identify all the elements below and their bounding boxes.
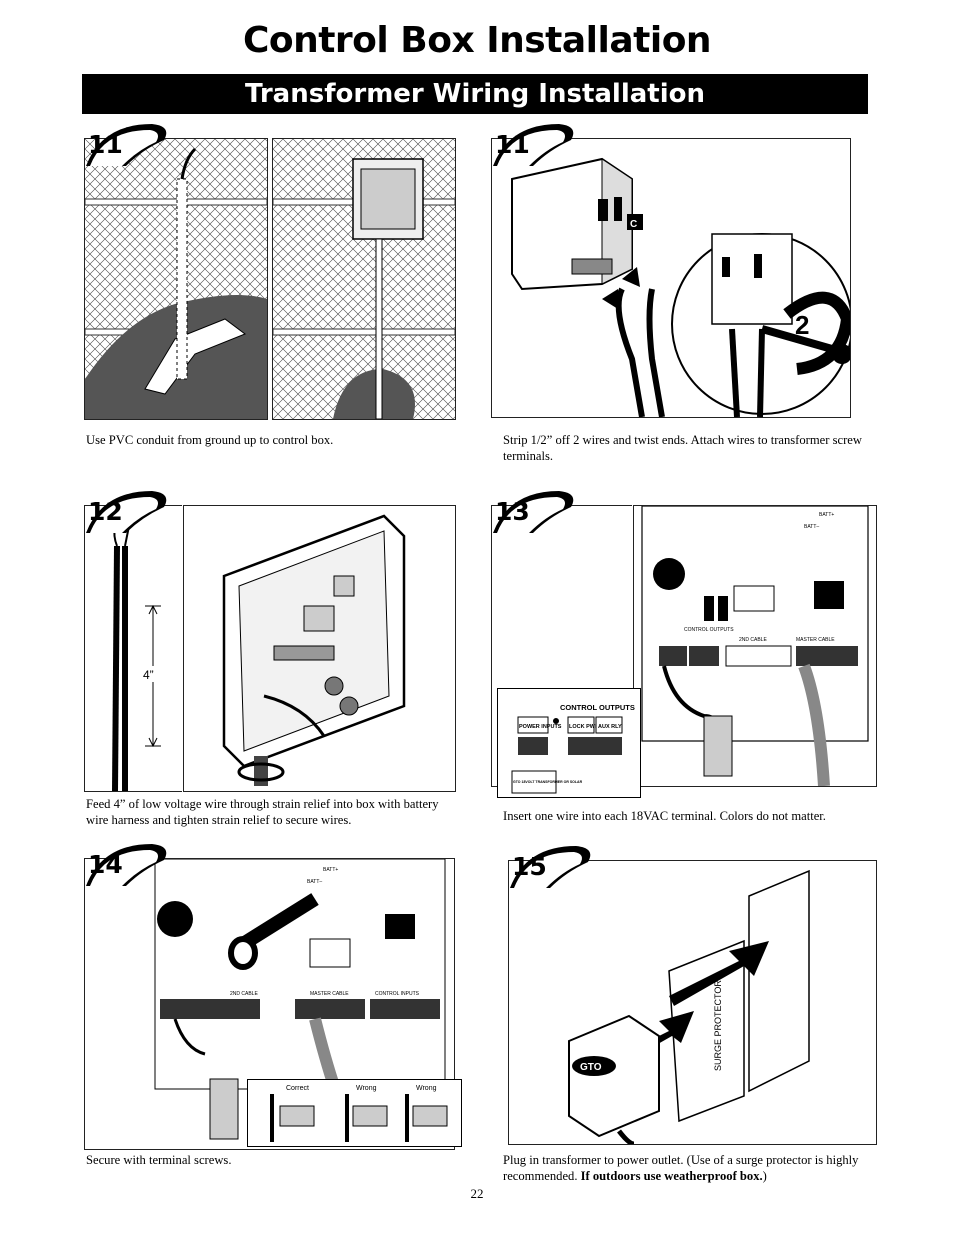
board-batt-plus: BATT+ xyxy=(323,867,338,873)
step-15-caption-end: ) xyxy=(762,1169,767,1183)
wiring-wrong-label-1: Wrong xyxy=(356,1085,377,1092)
step-number: 11 xyxy=(88,130,123,159)
board-master-cable: MASTER CABLE xyxy=(796,637,835,643)
step-15-illustration: SURGE PROTECTOR GTO xyxy=(508,860,877,1145)
wiring-check-inset: Correct Wrong Wrong xyxy=(247,1079,462,1147)
step-14-badge: 14 xyxy=(82,840,172,892)
step-11b-illustration: C 2 xyxy=(491,138,851,418)
step-number: 14 xyxy=(88,850,123,879)
section-banner: Transformer Wiring Installation xyxy=(82,74,868,114)
inset-transformer-note: GTO 18VOLT TRANSFORMER OR SOLAR xyxy=(513,780,583,784)
step-13-board-photo: BATT+ BATT– CONTROL OUTPUTS 2ND CABLE MA… xyxy=(633,505,877,787)
step-number: 12 xyxy=(88,497,123,526)
surge-protector-label: SURGE PROTECTOR xyxy=(713,980,723,1071)
board-batt-minus: BATT– xyxy=(307,879,322,885)
board-control-inputs: CONTROL INPUTS xyxy=(375,991,420,997)
step-12-badge: 12 xyxy=(82,487,172,539)
step-12-illustration-2 xyxy=(183,505,456,792)
control-outputs-inset: CONTROL OUTPUTS POWER INPUTS LOCK PWR AU… xyxy=(497,688,641,798)
inset-heading: CONTROL OUTPUTS xyxy=(560,703,635,712)
callout-2: 2 xyxy=(795,310,809,340)
board-batt-plus: BATT+ xyxy=(819,512,834,518)
callout-c: C xyxy=(630,219,637,230)
step-11b-badge: 11 xyxy=(489,120,579,172)
step-number: 11 xyxy=(495,130,530,159)
step-13-caption: Insert one wire into each 18VAC terminal… xyxy=(503,809,826,823)
step-14-caption: Secure with terminal screws. xyxy=(86,1153,232,1167)
step-number: 13 xyxy=(495,497,530,526)
step-15-caption-text: Plug in transformer to power outlet. (Us… xyxy=(503,1153,859,1183)
wiring-wrong-label-2: Wrong xyxy=(416,1085,437,1092)
step-12-caption: Feed 4” of low voltage wire through stra… xyxy=(86,797,439,827)
inset-aux-rly: AUX RLY xyxy=(598,724,622,730)
step-15-badge: 15 xyxy=(506,842,596,894)
board-master-cable: MASTER CABLE xyxy=(310,991,349,997)
board-batt-minus: BATT– xyxy=(804,524,819,530)
board-second-cable: 2ND CABLE xyxy=(739,637,767,643)
wiring-correct-label: Correct xyxy=(286,1085,309,1092)
step-15-caption-bold: If outdoors use weatherproof box. xyxy=(580,1169,763,1183)
board-control-outputs: CONTROL OUTPUTS xyxy=(684,627,734,633)
step-11a-illustration-2 xyxy=(272,138,456,420)
page-title: Control Box Installation xyxy=(242,20,712,61)
step-11a-caption: Use PVC conduit from ground up to contro… xyxy=(86,433,334,447)
inset-lock-pwr: LOCK PWR xyxy=(569,724,599,730)
inset-power-inputs: POWER INPUTS xyxy=(519,724,562,730)
transformer-logo: GTO xyxy=(580,1062,602,1073)
step-11a-illustration xyxy=(84,138,268,420)
step-15-caption: Plug in transformer to power outlet. (Us… xyxy=(503,1152,883,1184)
board-second-cable: 2ND CABLE xyxy=(230,991,258,997)
step-11b-caption: Strip 1/2” off 2 wires and twist ends. A… xyxy=(503,433,862,463)
step-number: 15 xyxy=(512,852,547,881)
dimension-label: 4” xyxy=(143,668,154,682)
step-12-illustration: 4” xyxy=(84,505,182,792)
page-number: 22 xyxy=(470,1186,484,1201)
step-13-badge: 13 xyxy=(489,487,579,539)
step-11a-badge: 11 xyxy=(82,120,172,172)
section-subtitle: Transformer Wiring Installation xyxy=(244,79,706,109)
